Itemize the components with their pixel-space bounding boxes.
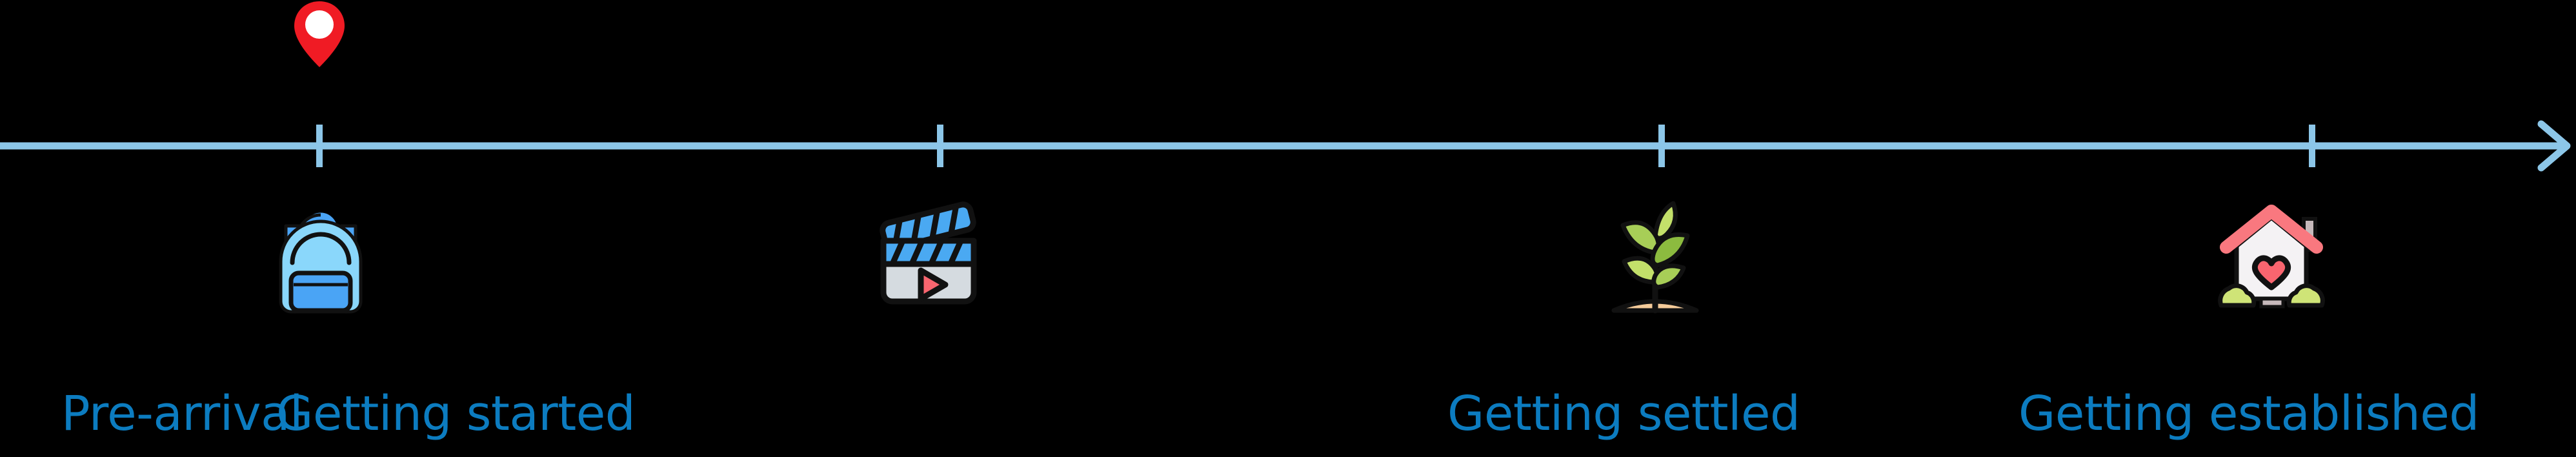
timeline-tick-getting-settled: [1658, 125, 1665, 167]
map-pin-marker-icon: [294, 1, 345, 67]
house-with-heart-icon: [2218, 205, 2325, 309]
timeline-tick-pre-arrival: [316, 125, 323, 167]
stage-label-pre-arrival: Pre-arrival: [61, 386, 303, 442]
stage-label-getting-settled: Getting settled: [1447, 386, 1800, 442]
stage-label-getting-started: Getting started: [276, 386, 636, 442]
backpack-icon: [279, 212, 363, 314]
timeline-tick-getting-started: [937, 125, 943, 167]
timeline-tick-getting-established: [2309, 125, 2315, 167]
seedling-plant-icon: [1611, 201, 1699, 314]
stage-label-getting-established: Getting established: [2018, 386, 2479, 442]
clapperboard-icon: [880, 201, 977, 305]
timeline-axis: [0, 142, 2567, 150]
timeline-arrowhead-icon: [2537, 120, 2571, 172]
